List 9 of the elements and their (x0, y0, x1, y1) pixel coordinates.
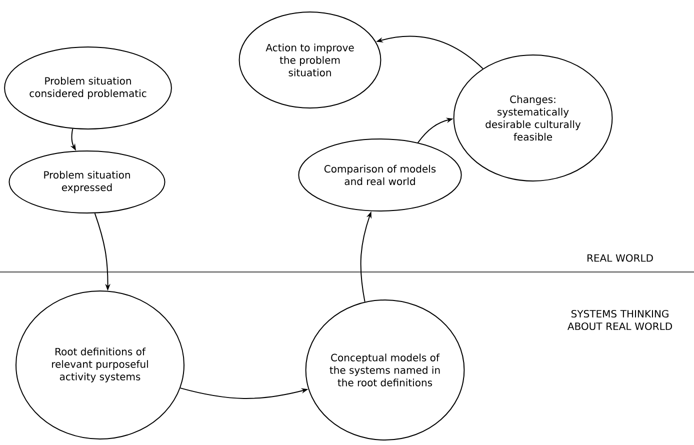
region-label: REAL WORLD (588, 254, 653, 262)
blob-node: Problem situation expressed (8, 150, 166, 214)
blob-node: Problem situation considered problematic (4, 46, 172, 130)
blob-node: Root definitions of relevant purposeful activity systems (16, 290, 184, 440)
blob-node: Conceptual models of the systems named in the root definitions (305, 300, 465, 440)
region-label: SYSTEMS THINKING ABOUT REAL WORLD (568, 310, 672, 330)
blob-node: Changes: systematically desirable culturally feasible (453, 54, 613, 182)
blob-node: Comparison of models and real world (298, 138, 462, 212)
blob-node: Action to improve the problem situation (238, 12, 382, 108)
